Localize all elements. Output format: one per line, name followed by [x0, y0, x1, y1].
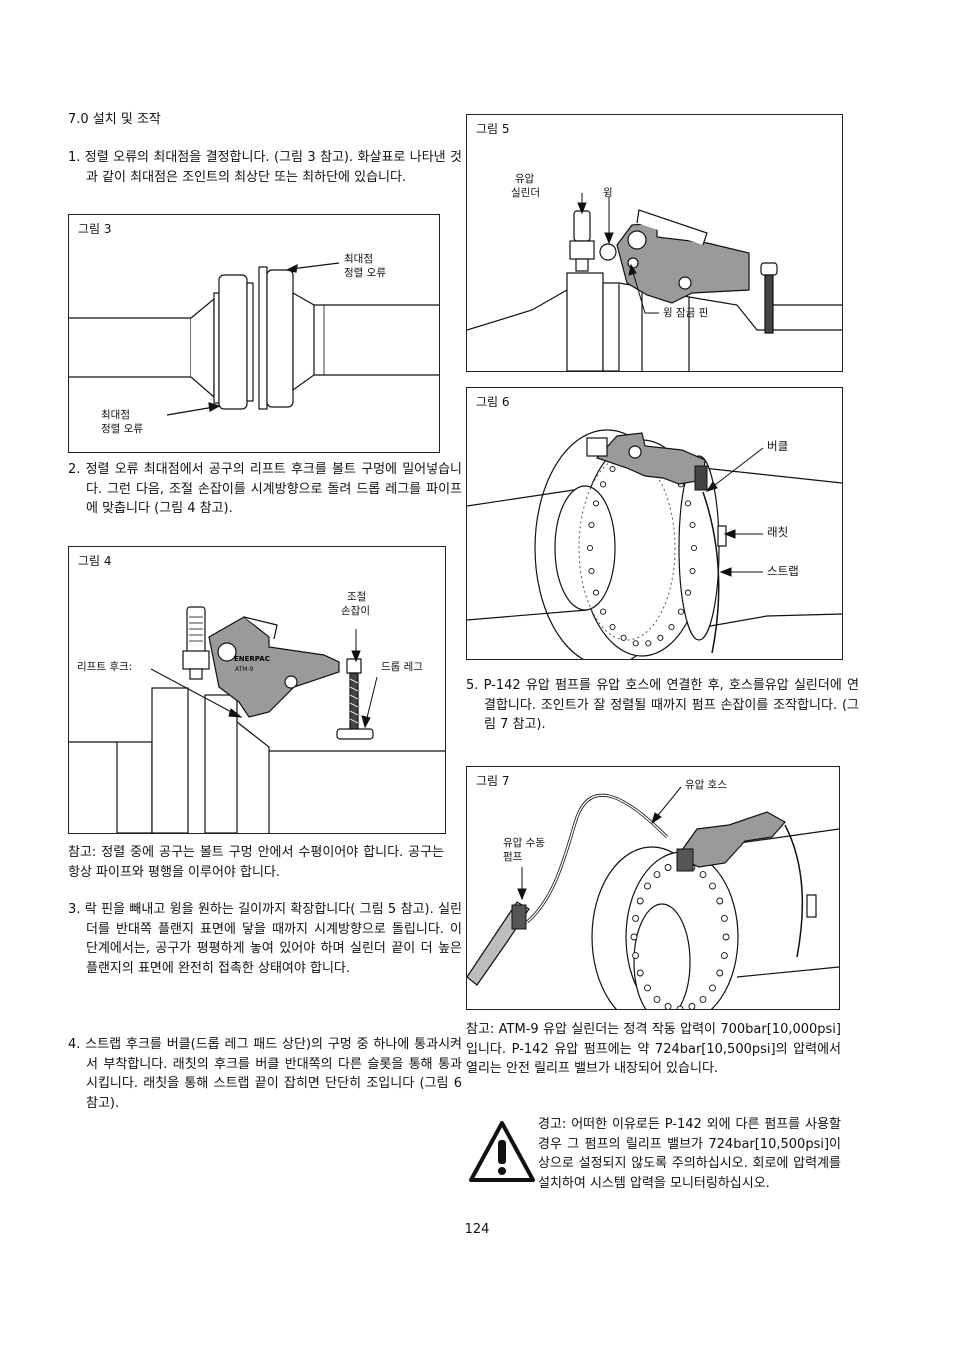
figure-7-label: 그림 7 [476, 774, 510, 788]
figure-5-drawing [467, 193, 842, 371]
bolt-hole [716, 969, 724, 977]
bolt-hole [664, 864, 672, 871]
bolt-hole [709, 882, 716, 890]
bolt-hole [592, 589, 600, 596]
bolt-hole [645, 640, 652, 647]
fig5-cylinder-line1: 유압 [515, 173, 535, 185]
figure-7: 그림 7 유압 호스 유압 수동 펌프 [466, 766, 840, 1010]
fig4-adjust-knob-line1: 조절 [347, 591, 367, 603]
figure-7-drawing [467, 786, 839, 1009]
bolt-hole [722, 933, 730, 941]
step-5: 5. P-142 유압 펌프를 유압 호스에 연결한 후, 호스를유압 실린더에… [466, 678, 859, 732]
fig3-callout-bottom-line1: 최대점 [101, 409, 130, 421]
bolt-hole [644, 882, 651, 890]
step-1: 1. 정렬 오류의 최대점을 결정합니다. (그림 3 참고). 화살표로 나타… [68, 150, 462, 185]
figure-3: 그림 3 최대점 정렬 오류 최대점 정렬 오류 [68, 214, 440, 453]
bolt-hole [600, 481, 607, 488]
step-2: 2. 정렬 오류 최대점에서 공구의 리프트 후크를 볼트 구멍에 밀어넣습니다… [68, 462, 462, 516]
bolt-hole [600, 608, 607, 615]
bolt-hole [653, 995, 661, 1003]
bolt-hole [720, 914, 728, 922]
figure-3-drawing [69, 262, 439, 416]
bolt-hole [668, 623, 675, 631]
bolt-hole [636, 969, 644, 977]
figure-5-label: 그림 5 [476, 122, 510, 136]
bolt-hole [636, 897, 644, 905]
figure-4-drawing [69, 606, 445, 833]
bolt-hole [664, 1003, 672, 1009]
bolt-hole [699, 871, 707, 879]
bolt-hole [716, 897, 724, 905]
bolt-hole [676, 1005, 684, 1009]
bolt-hole [684, 589, 692, 596]
fig3-callout-top-line2: 정렬 오류 [344, 267, 386, 279]
section-title: 7.0 설치 및 조작 [68, 112, 161, 127]
fig4-model: ATM-9 [235, 666, 254, 673]
note-1: 참고: 정렬 중에 공구는 볼트 구멍 안에서 수평이어야 합니다. 공구는 항… [68, 845, 444, 880]
bolt-hole [586, 544, 594, 552]
bolt-hole [609, 465, 616, 473]
fig5-cylinder-line2: 실린더 [511, 187, 540, 199]
fig4-drop-leg: 드롭 레그 [381, 661, 423, 673]
bolt-hole [588, 567, 595, 575]
fig3-callout-bottom-line2: 정렬 오류 [101, 423, 143, 435]
bolt-hole [630, 933, 638, 941]
fig6-strap: 스트랩 [767, 564, 799, 578]
figure-6: 그림 6 [466, 387, 843, 660]
step-4: 4. 스트랩 후크를 버클(드롭 레그 패드 상단)의 구멍 중 하나에 통과시… [68, 1037, 462, 1111]
bolt-hole [709, 984, 716, 992]
fig6-buckle: 버클 [767, 439, 789, 453]
figure-6-label: 그림 6 [476, 395, 510, 409]
fig4-brand: ENERPAC [234, 655, 270, 663]
bolt-hole [609, 623, 616, 631]
bolt-hole [644, 984, 651, 992]
bolt-hole [588, 521, 595, 529]
figure-6-drawing [467, 429, 842, 659]
fig3-callout-top-line1: 최대점 [344, 253, 373, 265]
bolt-hole [720, 952, 728, 960]
bolt-hole [689, 521, 696, 529]
bolt-hole [620, 634, 627, 641]
bolt-hole [657, 634, 664, 641]
note-2: 참고: ATM-9 유압 실린더는 정격 작동 압력이 700bar[10,00… [466, 1022, 841, 1076]
bolt-hole [699, 995, 707, 1003]
step-3: 3. 락 핀을 빼내고 윙을 원하는 길이까지 확장합니다( 그림 5 참고).… [68, 902, 462, 976]
page-number: 124 [464, 1222, 490, 1237]
bolt-hole [689, 567, 696, 575]
fig6-ratchet: 래칫 [767, 525, 789, 539]
figure-4-label: 그림 4 [78, 554, 112, 568]
figure-4: 그림 4 [68, 546, 446, 834]
bolt-hole [690, 544, 698, 552]
figure-3-label: 그림 3 [78, 222, 112, 236]
bolt-hole [632, 952, 640, 960]
bolt-hole [677, 608, 684, 615]
bolt-hole [684, 500, 692, 507]
figure-5: 그림 5 [466, 114, 843, 372]
fig7-pump-line1: 유압 수동 [503, 837, 545, 849]
fig5-wing-lock-pin: 윙 잠금 핀 [663, 307, 709, 319]
fig5-wing: 윙 [603, 187, 613, 199]
bolt-hole [632, 640, 639, 647]
fig7-hose: 유압 호스 [685, 779, 727, 791]
fig7-pump-line2: 펌프 [503, 851, 523, 863]
bolt-hole [632, 914, 640, 922]
bolt-hole [592, 500, 600, 507]
bolt-hole [688, 1003, 696, 1009]
bolt-hole [653, 871, 661, 879]
fig4-lift-hook: 리프트 후크: [77, 661, 133, 673]
fig4-adjust-knob-line2: 손잡이 [341, 605, 370, 617]
warning-triangle-icon [469, 1121, 535, 1182]
warning-text: 경고: 어떠한 이유로든 P-142 외에 다른 펌프를 사용할 경우 그 펌프… [538, 1117, 841, 1191]
